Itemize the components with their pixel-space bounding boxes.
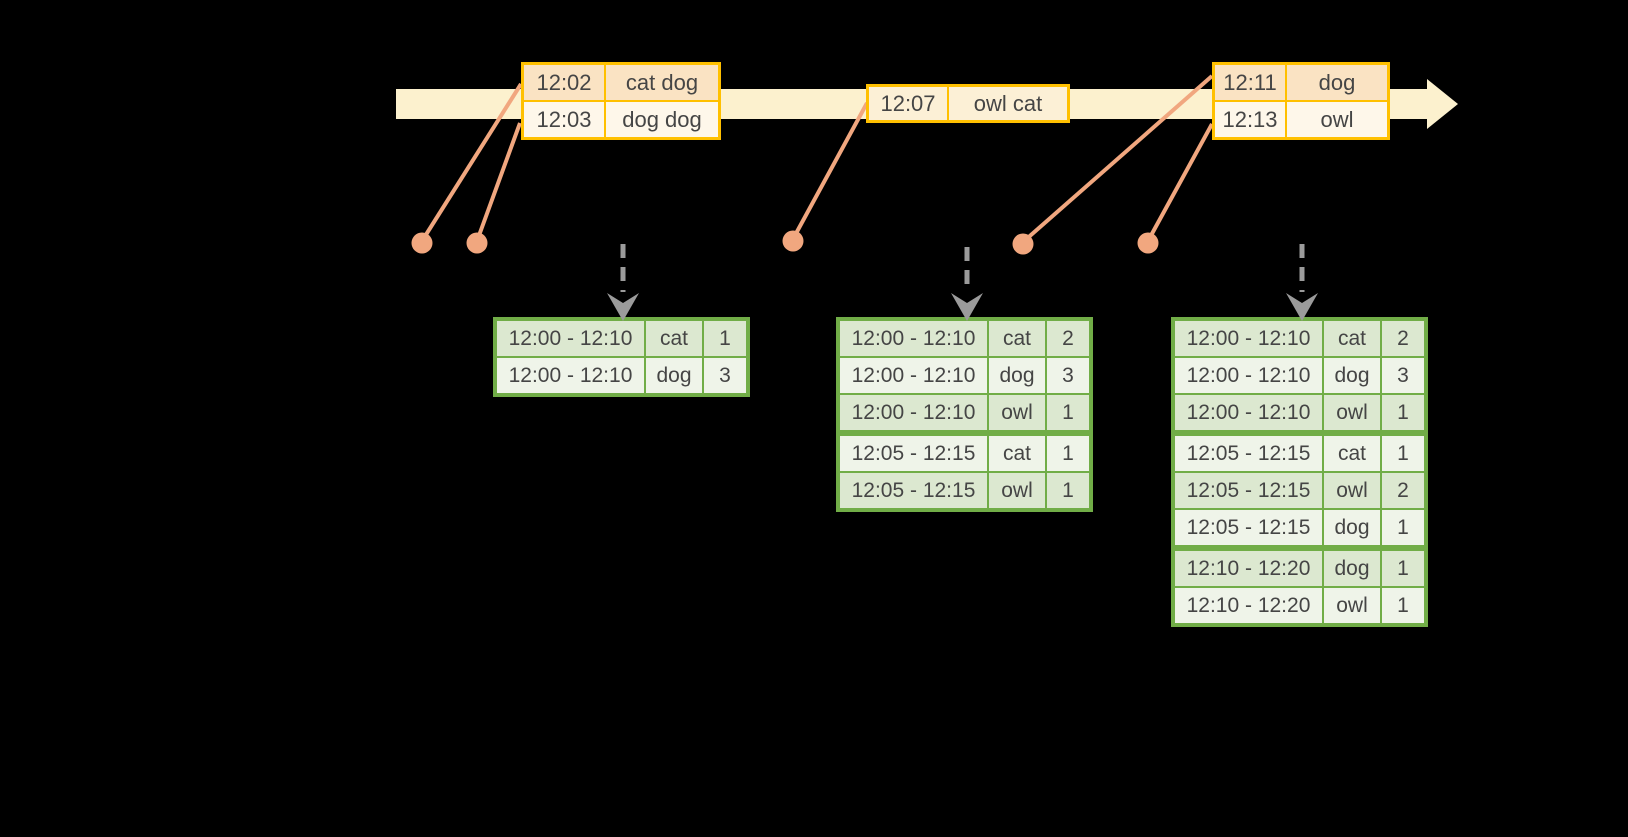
- trigger-dot: [1137, 232, 1159, 254]
- event-time-cell: 12:02: [521, 62, 606, 102]
- window-cell: 12:05 - 12:15: [1172, 430, 1324, 473]
- event-row: 12:03 dog dog: [521, 100, 721, 140]
- result-row: 12:00 - 12:10 dog 3: [837, 356, 1092, 395]
- window-cell: 12:00 - 12:10: [494, 356, 646, 396]
- result-row: 12:00 - 12:10 dog 3: [1172, 356, 1427, 395]
- trigger-dot: [1012, 233, 1034, 255]
- word-cell: owl: [1322, 586, 1382, 626]
- event-connector-line: [420, 82, 523, 243]
- window-cell: 12:00 - 12:10: [837, 356, 989, 395]
- result-row: 12:10 - 12:20 dog 1: [1172, 545, 1427, 588]
- word-cell: cat: [1322, 318, 1382, 358]
- event-table-batch-2: 12:07 owl cat: [866, 84, 1070, 123]
- word-cell: owl: [987, 393, 1047, 434]
- word-cell: dog: [644, 356, 704, 396]
- word-cell: dog: [1322, 356, 1382, 395]
- result-row: 12:05 - 12:15 owl 2: [1172, 471, 1427, 510]
- count-cell: 1: [1380, 586, 1427, 626]
- event-row: 12:07 owl cat: [866, 84, 1070, 123]
- word-cell: cat: [987, 430, 1047, 473]
- window-cell: 12:10 - 12:20: [1172, 545, 1324, 588]
- event-words-cell: dog: [1285, 62, 1390, 102]
- event-time-cell: 12:11: [1212, 62, 1287, 102]
- result-row: 12:10 - 12:20 owl 1: [1172, 586, 1427, 626]
- event-words-cell: owl: [1285, 100, 1390, 140]
- count-cell: 1: [1045, 430, 1092, 473]
- event-time-cell: 12:07: [866, 84, 949, 123]
- count-cell: 1: [702, 318, 749, 358]
- result-row: 12:05 - 12:15 owl 1: [837, 471, 1092, 511]
- result-row: 12:05 - 12:15 cat 1: [1172, 430, 1427, 473]
- count-cell: 1: [1380, 393, 1427, 434]
- count-cell: 1: [1045, 393, 1092, 434]
- word-cell: cat: [1322, 430, 1382, 473]
- event-row: 12:02 cat dog: [521, 62, 721, 102]
- event-time-cell: 12:13: [1212, 100, 1287, 140]
- event-row: 12:11 dog: [1212, 62, 1390, 102]
- event-words-cell: cat dog: [604, 62, 721, 102]
- count-cell: 1: [1380, 430, 1427, 473]
- count-cell: 2: [1380, 471, 1427, 510]
- count-cell: 1: [1380, 545, 1427, 588]
- window-cell: 12:00 - 12:10: [494, 318, 646, 358]
- event-words-cell: dog dog: [604, 100, 721, 140]
- window-cell: 12:05 - 12:15: [1172, 508, 1324, 549]
- result-row: 12:00 - 12:10 cat 1: [494, 318, 749, 358]
- count-cell: 2: [1045, 318, 1092, 358]
- word-cell: owl: [1322, 471, 1382, 510]
- count-cell: 3: [1045, 356, 1092, 395]
- event-connector-line: [1146, 123, 1214, 242]
- trigger-dot: [466, 232, 488, 254]
- event-words-cell: owl cat: [947, 84, 1070, 123]
- count-cell: 2: [1380, 318, 1427, 358]
- word-cell: dog: [987, 356, 1047, 395]
- trigger-dot: [782, 230, 804, 252]
- event-time-axis-arrowhead: [1427, 79, 1458, 129]
- event-time-cell: 12:03: [521, 100, 606, 140]
- word-cell: owl: [1322, 393, 1382, 434]
- word-cell: dog: [1322, 545, 1382, 588]
- count-cell: 1: [1380, 508, 1427, 549]
- count-cell: 3: [1380, 356, 1427, 395]
- event-connector-line: [475, 122, 522, 242]
- word-cell: dog: [1322, 508, 1382, 549]
- count-cell: 3: [702, 356, 749, 396]
- count-cell: 1: [1045, 471, 1092, 511]
- result-table-trigger-2: 12:00 - 12:10 cat 2 12:00 - 12:10 dog 3 …: [836, 317, 1093, 512]
- event-connector-line: [791, 102, 869, 240]
- event-table-batch-3: 12:11 dog 12:13 owl: [1212, 62, 1390, 140]
- window-cell: 12:00 - 12:10: [1172, 393, 1324, 434]
- result-row: 12:05 - 12:15 cat 1: [837, 430, 1092, 473]
- window-cell: 12:00 - 12:10: [837, 318, 989, 358]
- result-row: 12:05 - 12:15 dog 1: [1172, 508, 1427, 549]
- event-row: 12:13 owl: [1212, 100, 1390, 140]
- event-table-batch-1: 12:02 cat dog 12:03 dog dog: [521, 62, 721, 140]
- word-cell: cat: [644, 318, 704, 358]
- word-cell: cat: [987, 318, 1047, 358]
- result-table-trigger-3: 12:00 - 12:10 cat 2 12:00 - 12:10 dog 3 …: [1171, 317, 1428, 627]
- window-cell: 12:05 - 12:15: [837, 471, 989, 511]
- result-row: 12:00 - 12:10 cat 2: [1172, 318, 1427, 358]
- trigger-dot: [411, 232, 433, 254]
- result-row: 12:00 - 12:10 dog 3: [494, 356, 749, 396]
- result-row: 12:00 - 12:10 owl 1: [837, 393, 1092, 434]
- result-row: 12:00 - 12:10 cat 2: [837, 318, 1092, 358]
- result-table-trigger-1: 12:00 - 12:10 cat 1 12:00 - 12:10 dog 3: [493, 317, 750, 397]
- window-cell: 12:10 - 12:20: [1172, 586, 1324, 626]
- result-row: 12:00 - 12:10 owl 1: [1172, 393, 1427, 434]
- window-cell: 12:05 - 12:15: [1172, 471, 1324, 510]
- window-cell: 12:00 - 12:10: [1172, 318, 1324, 358]
- word-cell: owl: [987, 471, 1047, 511]
- window-cell: 12:00 - 12:10: [1172, 356, 1324, 395]
- window-cell: 12:05 - 12:15: [837, 430, 989, 473]
- window-cell: 12:00 - 12:10: [837, 393, 989, 434]
